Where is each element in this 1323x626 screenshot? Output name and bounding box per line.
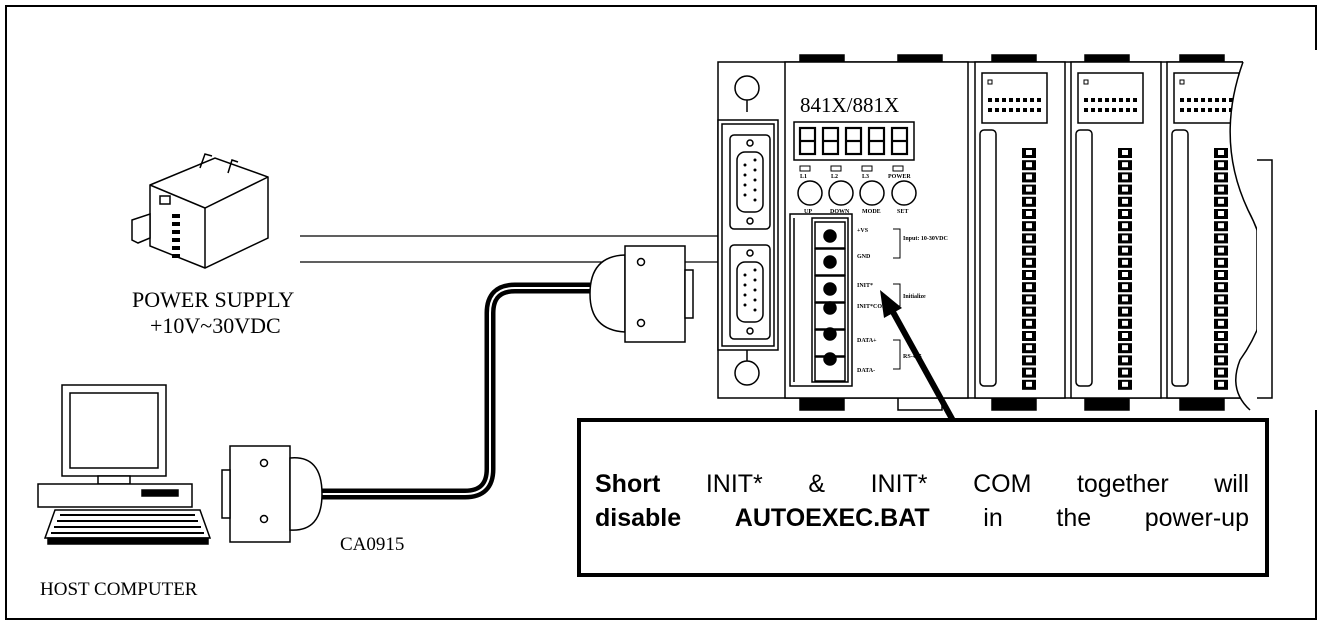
button-label-up: UP (804, 209, 812, 215)
note-word: COM (973, 470, 1032, 498)
led-label-l3: L3 (862, 174, 869, 180)
note-word: will (1214, 470, 1249, 498)
terminal-label-data-plus: DATA+ (857, 338, 877, 344)
led-label-power: POWER (888, 174, 911, 180)
status-leds (799, 165, 904, 172)
terminal-screws (814, 221, 846, 382)
host-computer-icon (37, 384, 212, 545)
led-label-l2: L2 (831, 174, 838, 180)
right-db9-connector (589, 245, 694, 343)
terminal-label-init-com: INIT*COM (857, 304, 888, 310)
note-box: Short INIT* & INIT* COM together will di… (577, 418, 1269, 577)
button-label-down: DOWN (830, 209, 850, 215)
led-label-l1: L1 (800, 174, 807, 180)
cable-label: CA0915 (340, 534, 404, 555)
terminal-label-gnd: GND (857, 254, 871, 260)
terminal-label-vs: +VS (857, 228, 869, 234)
cable (322, 282, 592, 500)
power-supply-label-line1: POWER SUPPLY (132, 287, 294, 312)
terminal-label-init: INIT* (857, 283, 873, 289)
note-line-2: disable AUTOEXEC.BAT in the power-up (595, 503, 1249, 533)
note-word: power-up (1144, 504, 1249, 532)
left-db9-connector (221, 445, 323, 543)
seven-segment-display (798, 126, 909, 156)
front-buttons (797, 180, 917, 206)
group-label-input: Input: 10-30VDC (903, 236, 948, 242)
note-word: AUTOEXEC.BAT (734, 504, 930, 532)
controller-rack (717, 54, 1274, 411)
io-module-details (987, 79, 1233, 390)
group-label-rs485: RS-485 (903, 354, 922, 360)
button-label-set: SET (897, 209, 908, 215)
power-supply-label-line2: +10V~30VDC (150, 313, 281, 338)
note-word: INIT* (870, 470, 928, 498)
power-supply-icon (131, 153, 269, 269)
host-computer-label: HOST COMPUTER (40, 579, 198, 600)
terminal-label-data-minus: DATA- (857, 368, 875, 374)
note-line-1: Short INIT* & INIT* COM together will (595, 469, 1249, 499)
note-word: in (983, 504, 1003, 532)
note-word: INIT* (705, 470, 763, 498)
note-word: Short (595, 470, 661, 498)
group-label-initialize: Initialize (903, 294, 926, 300)
button-label-mode: MODE (862, 209, 881, 215)
note-word: disable (595, 504, 682, 532)
note-word: the (1056, 504, 1092, 532)
note-word: & (808, 470, 826, 498)
note-word: together (1076, 470, 1169, 498)
controller-model-label: 841X/881X (800, 93, 899, 117)
